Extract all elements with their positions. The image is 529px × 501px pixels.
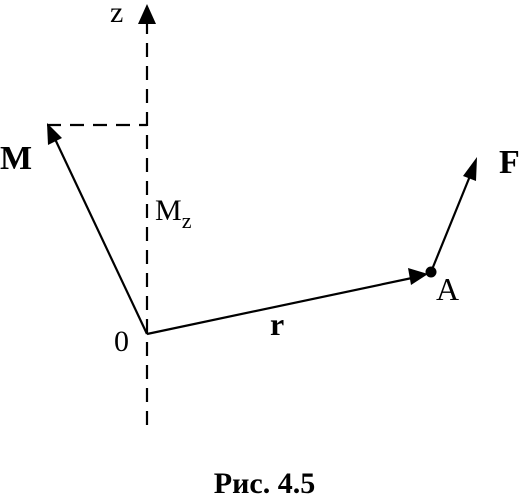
- moment-label: M: [0, 140, 32, 177]
- z-axis-label: z: [110, 0, 123, 29]
- radius-label: r: [270, 306, 284, 342]
- moment-arrowhead: [47, 123, 62, 145]
- origin-label: 0: [114, 325, 129, 358]
- radius-vector: [146, 276, 413, 336]
- z-axis-arrowhead: [138, 4, 156, 24]
- moment-z-label: Mz: [155, 194, 192, 233]
- radius-arrowhead: [408, 268, 428, 285]
- point-a-label: A: [436, 271, 459, 307]
- force-arrowhead: [463, 157, 477, 181]
- figure-caption: Рис. 4.5: [213, 467, 316, 500]
- moment-z-subscript: z: [182, 208, 192, 233]
- moment-z-main: M: [155, 194, 182, 227]
- point-a-marker: [425, 266, 437, 278]
- force-vector: [429, 175, 472, 273]
- force-label: F: [499, 144, 520, 181]
- moment-vector: [54, 138, 148, 335]
